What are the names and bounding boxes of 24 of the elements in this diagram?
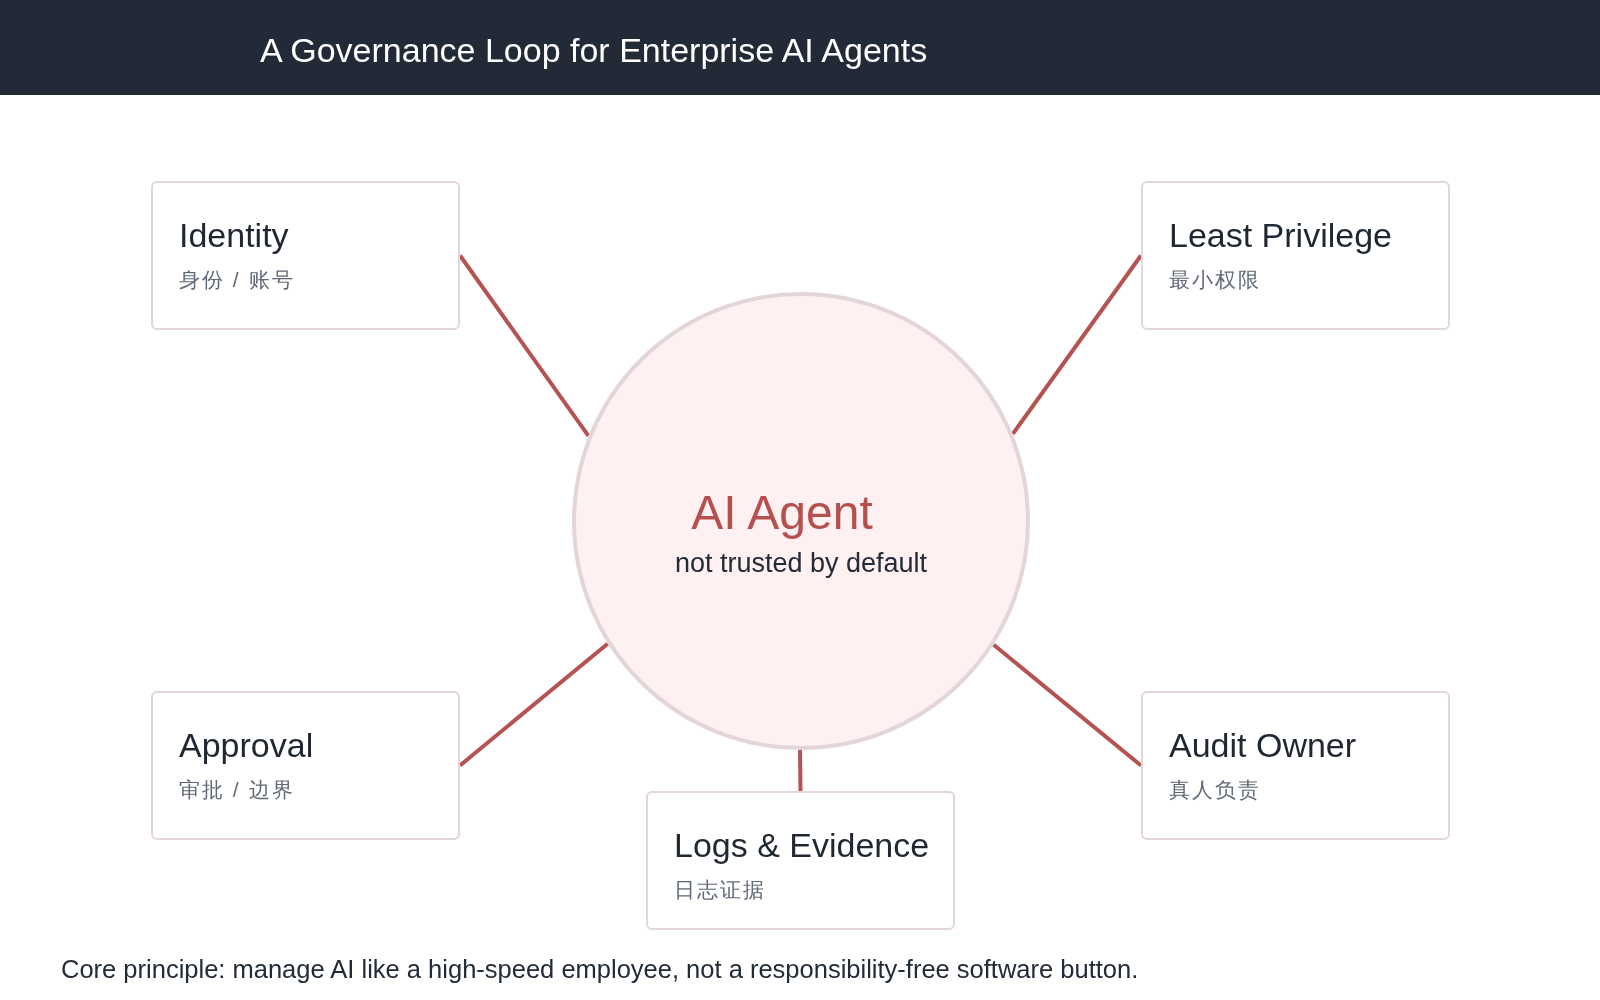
- hub-subtitle: not trusted by default: [674, 546, 928, 579]
- connector-line: [458, 642, 609, 768]
- concept-card: [646, 791, 955, 930]
- card-subtitle: 身份 / 账号: [179, 266, 295, 293]
- connector-line: [798, 749, 803, 792]
- connector-line: [458, 254, 591, 437]
- card-subtitle: 审批 / 边界: [179, 776, 295, 803]
- card-title: Logs & Evidence: [674, 825, 930, 866]
- card-subtitle: 日志证据: [674, 876, 766, 903]
- connector-line: [992, 643, 1143, 768]
- card-title: Least Privilege: [1169, 215, 1392, 256]
- card-title: Identity: [179, 215, 289, 256]
- concept-card: [1141, 691, 1450, 840]
- concept-card: [1141, 181, 1450, 330]
- concept-card: [151, 181, 460, 330]
- hub-title: AI Agent: [691, 485, 873, 541]
- card-subtitle: 真人负责: [1169, 776, 1261, 803]
- concept-card: [151, 691, 460, 840]
- card-title: Approval: [179, 725, 314, 766]
- caption-text: Core principle: manage AI like a high-speed employee, not a responsibility-free software button.: [61, 954, 1139, 985]
- connector-line: [1011, 254, 1143, 436]
- page-title: A Governance Loop for Enterprise AI Agents: [260, 30, 928, 71]
- card-subtitle: 最小权限: [1169, 266, 1261, 293]
- card-title: Audit Owner: [1169, 725, 1357, 766]
